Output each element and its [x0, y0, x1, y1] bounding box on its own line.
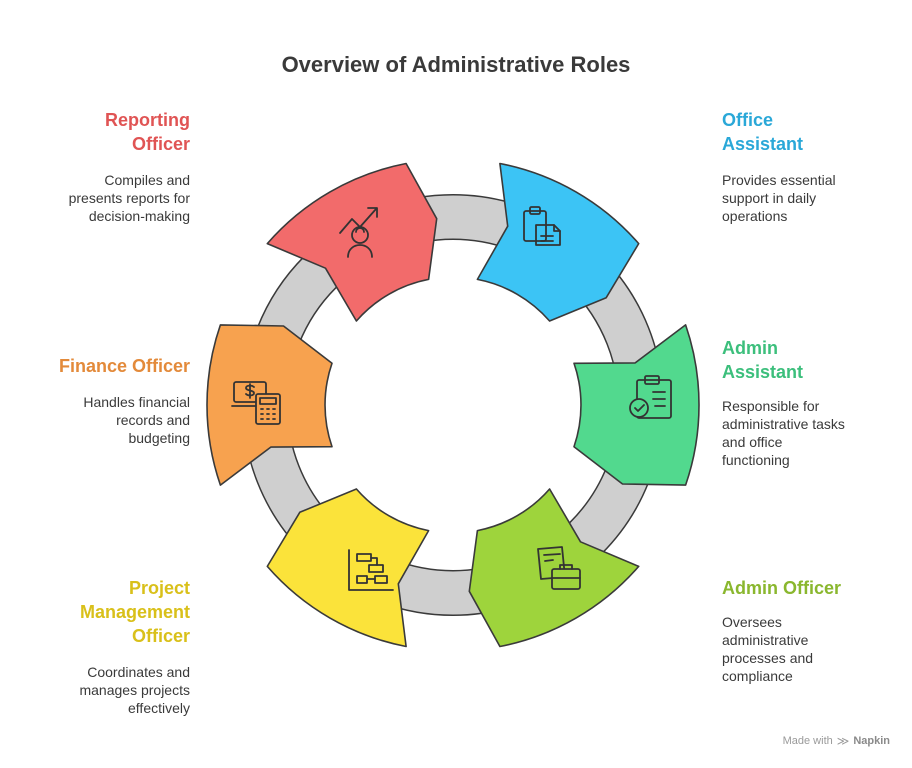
person-growth-icon	[339, 207, 378, 258]
napkin-logo-icon: ≫	[836, 734, 850, 748]
briefcase-documents-icon	[537, 546, 581, 590]
clipboard-check-icon	[629, 375, 672, 419]
project-management-officer-segment	[266, 488, 430, 648]
finance-officer-title: Finance Officer	[58, 356, 190, 376]
money-calculator-icon	[231, 381, 281, 425]
diagram-title: Overview of Administrative Roles	[281, 52, 631, 77]
clipboard-documents-icon	[523, 206, 561, 246]
watermark-brand: Napkin	[853, 735, 890, 747]
watermark-prefix: Made with	[782, 735, 833, 747]
reporting-officer-segment	[266, 162, 438, 322]
admin-officer-title: Admin Officer	[722, 578, 842, 598]
gantt-chart-icon	[348, 549, 394, 591]
watermark: Made with ≫ Napkin	[783, 734, 890, 748]
office-assistant-segment	[476, 162, 640, 322]
admin-officer-segment	[468, 488, 640, 648]
